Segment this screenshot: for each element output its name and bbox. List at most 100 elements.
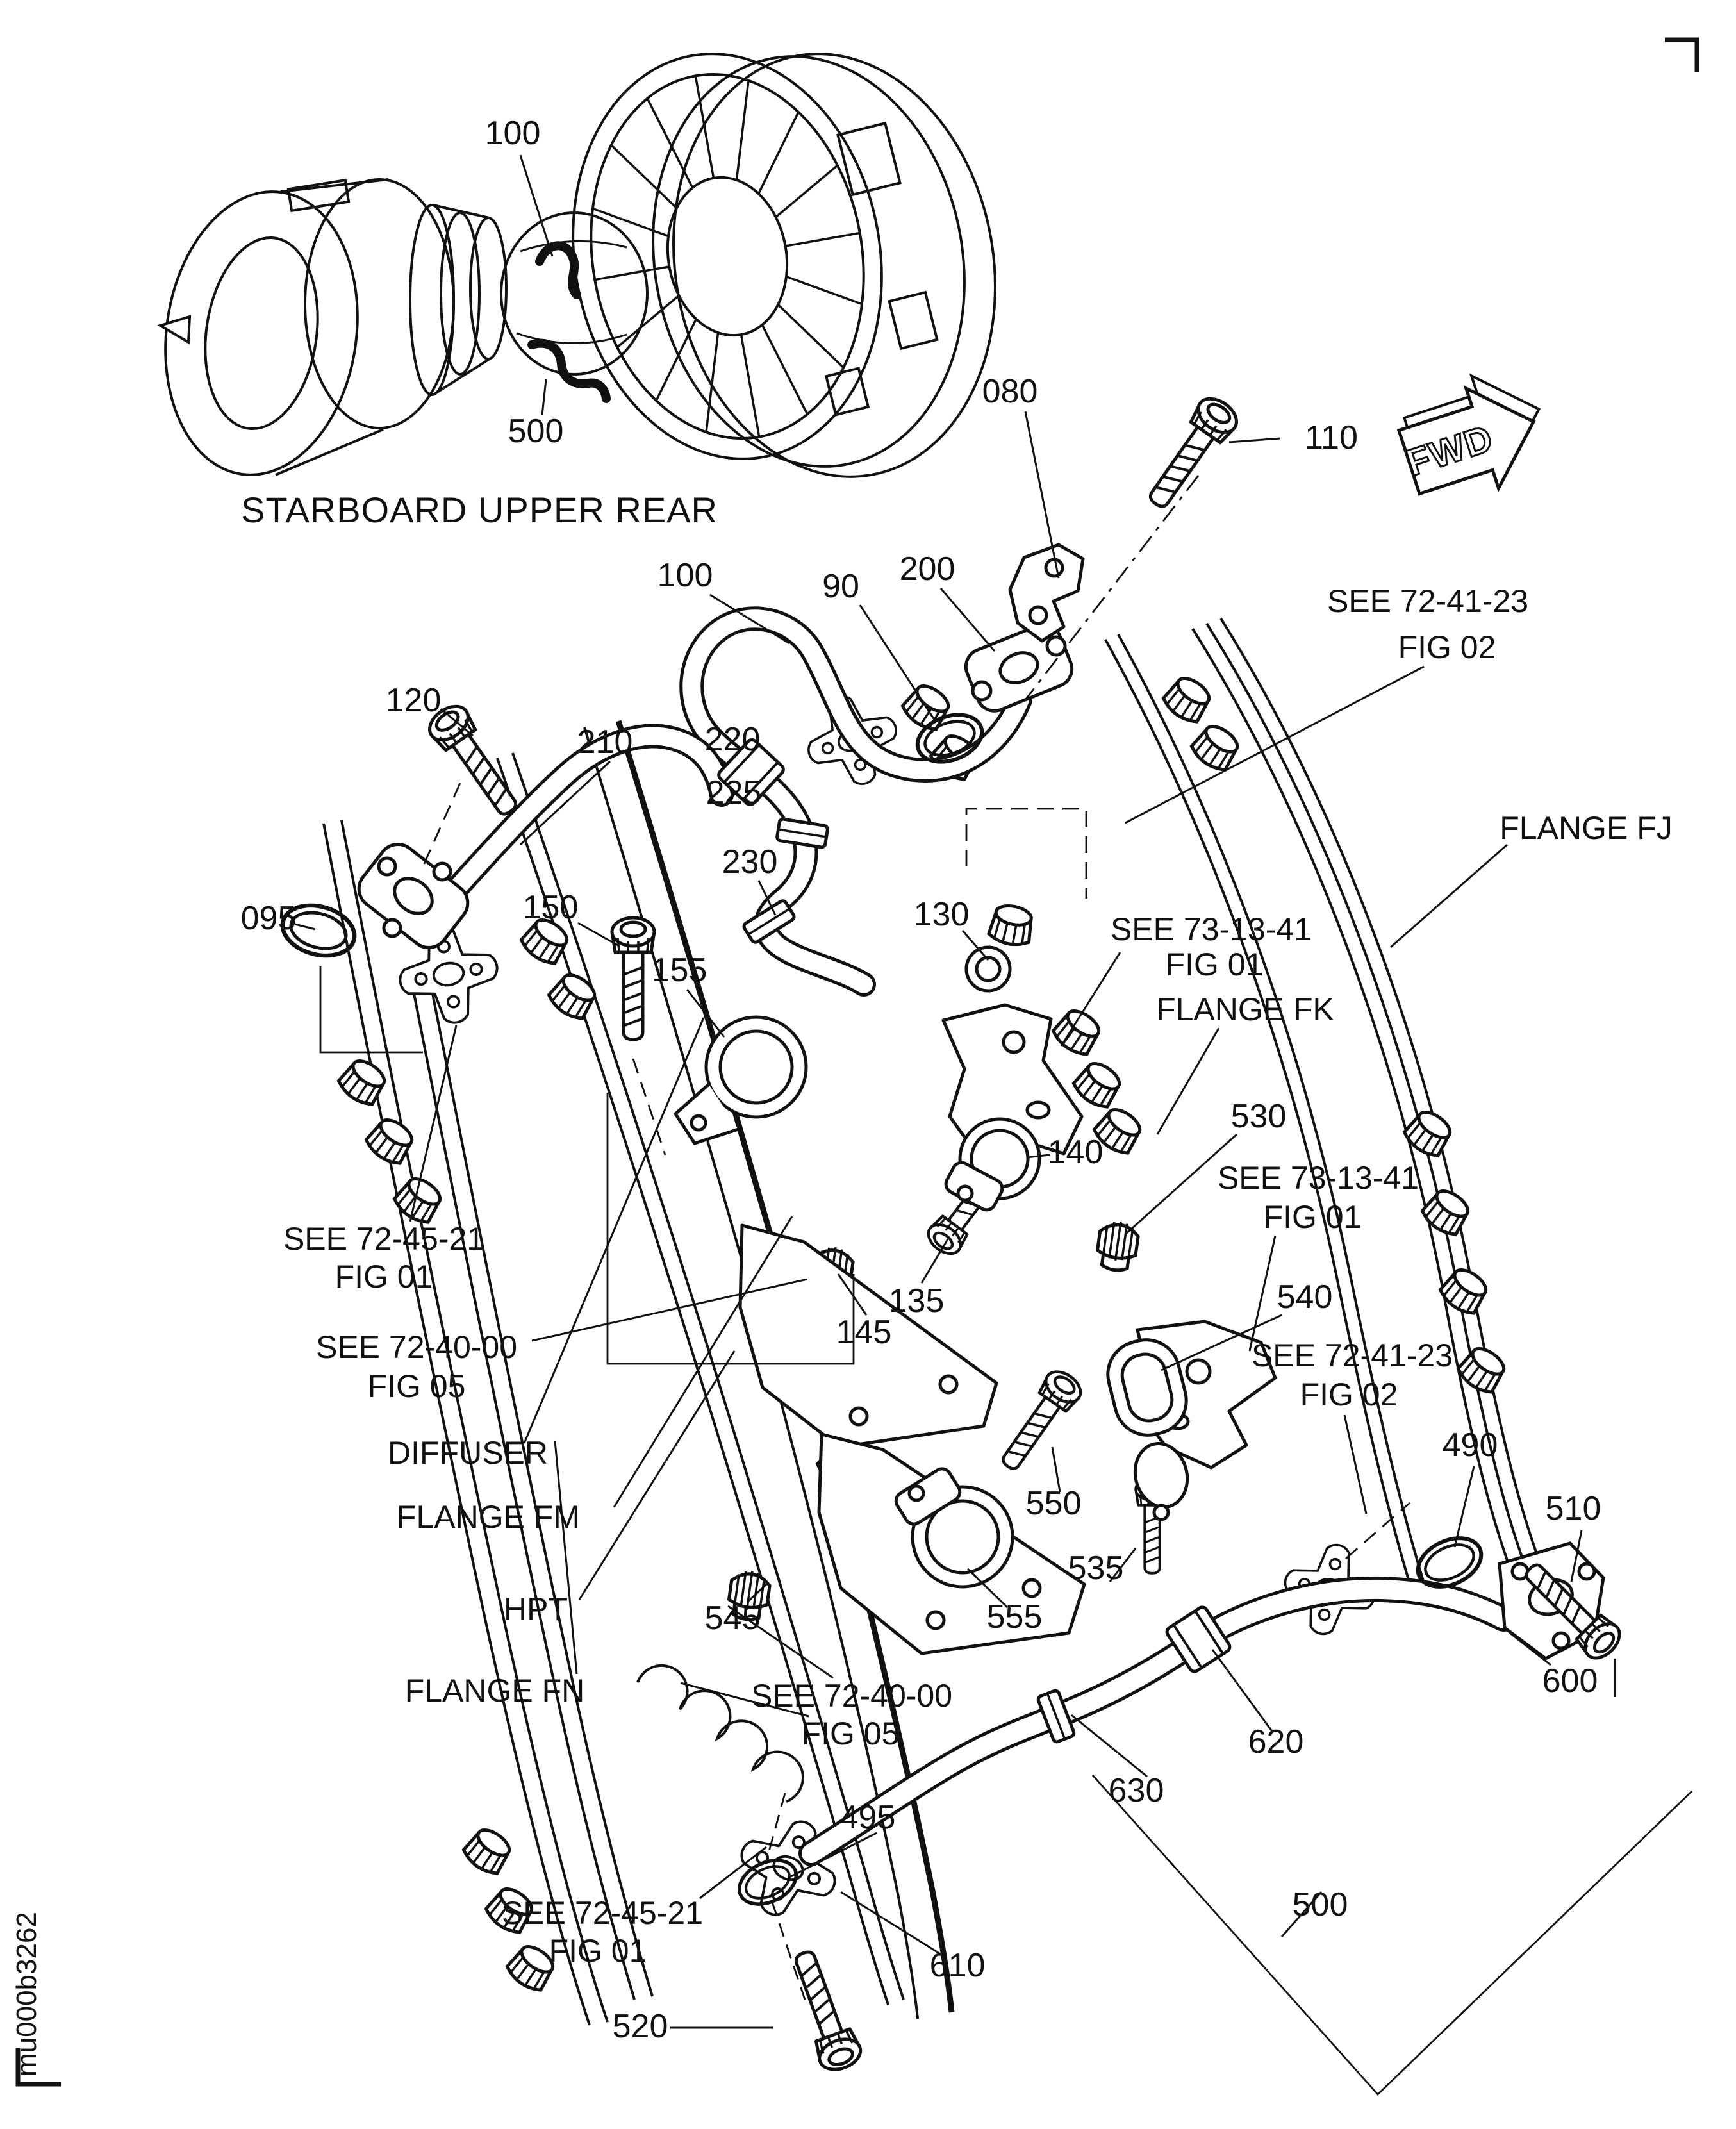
callout-510: 510 xyxy=(1546,1490,1601,1527)
bolt-icon xyxy=(1070,1057,1126,1112)
tube-assembly-500 xyxy=(798,1576,1516,1866)
callout-080: 080 xyxy=(982,373,1038,410)
callout-100: 100 xyxy=(657,557,713,594)
callout-550: 550 xyxy=(1026,1485,1082,1522)
crop-mark-bottom-left xyxy=(15,2048,61,2087)
xref-72-41-23-fig02-line1: SEE 72-41-23 xyxy=(1327,583,1528,619)
xref-73-13-41-fig01-line1: SEE 73-13-41 xyxy=(1111,911,1312,947)
callout-150: 150 xyxy=(523,889,579,926)
bolt-icon xyxy=(1160,672,1216,727)
bolt-icon xyxy=(1188,720,1244,775)
callout-490: 490 xyxy=(1443,1427,1498,1464)
xref-72-45-21-fig01b-line2: FIG 01 xyxy=(549,1933,647,1969)
callout-495: 495 xyxy=(840,1799,896,1836)
bolt-icon xyxy=(335,1054,391,1109)
callout-120: 120 xyxy=(386,682,442,719)
loop-clamp-140 xyxy=(944,1117,1041,1212)
callout-530: 530 xyxy=(1231,1098,1287,1135)
leader-lines xyxy=(294,154,1616,2029)
tube-assembly-210 xyxy=(438,724,734,908)
callout-200: 200 xyxy=(900,551,955,588)
callout-210: 210 xyxy=(577,724,633,761)
clamp-540 xyxy=(1106,1338,1189,1521)
callout-620: 620 xyxy=(1248,1723,1304,1760)
callout-610: 610 xyxy=(930,1947,986,1984)
callout-520: 520 xyxy=(613,2008,668,2045)
bolt-110 xyxy=(1138,392,1243,515)
xref-72-41-23-fig02-line2: FIG 02 xyxy=(1398,629,1496,665)
callout-90: 90 xyxy=(822,568,859,605)
callout-220: 220 xyxy=(705,721,761,758)
xref-72-41-23-fig02b-line1: SEE 72-41-23 xyxy=(1252,1338,1453,1373)
callout-095: 095 xyxy=(241,900,297,937)
bolt-icon xyxy=(391,1172,447,1227)
flange-fk-arc xyxy=(1104,634,1427,1595)
xref-72-41-23-fig02b-line2: FIG 02 xyxy=(1300,1377,1398,1412)
tube-flange-610 xyxy=(723,1803,854,1934)
callout-135: 135 xyxy=(889,1282,945,1320)
bolt-550 xyxy=(992,1366,1086,1477)
callout-texts: 080 110 100 90 200 120 210 220 225 230 0… xyxy=(241,373,1601,2045)
engine-overview-thumbnail xyxy=(157,53,996,478)
xref-72-45-21-fig01-line1: SEE 72-45-21 xyxy=(283,1221,484,1257)
bolt-icon xyxy=(1419,1184,1475,1239)
label-flange-fk: FLANGE FK xyxy=(1156,991,1334,1027)
label-flange-fj: FLANGE FJ xyxy=(1500,810,1672,846)
callout-535: 535 xyxy=(1068,1550,1124,1587)
callout-225: 225 xyxy=(706,774,762,811)
strap-bracket-155 xyxy=(673,1015,808,1145)
crop-mark-top-right xyxy=(1665,37,1699,72)
bolt-icon xyxy=(363,1113,418,1168)
bolt-520 xyxy=(783,1946,864,2075)
label-flange-fm: FLANGE FM xyxy=(397,1499,580,1535)
callout-140: 140 xyxy=(1048,1134,1104,1171)
callout-600: 600 xyxy=(1542,1662,1598,1700)
flange-fj-arc xyxy=(1191,617,1539,1568)
bolt-icon xyxy=(460,1823,516,1878)
xref-73-13-41-fig01b-line2: FIG 01 xyxy=(1264,1199,1362,1235)
bolt-icon xyxy=(1401,1106,1457,1161)
doc-code: mu000b3262 xyxy=(11,1912,42,2076)
callout-555: 555 xyxy=(987,1598,1043,1636)
construction-lines xyxy=(319,475,1692,2096)
bolt-icon xyxy=(1050,1004,1105,1059)
figure-caption: STARBOARD UPPER REAR xyxy=(241,490,718,530)
cross-reference-notes: SEE 72-41-23 FIG 02 SEE 73-13-41 FIG 01 … xyxy=(283,583,1528,1969)
grommet-130 xyxy=(964,902,1036,993)
tube-flange-210 xyxy=(357,843,470,949)
callout-230: 230 xyxy=(722,843,778,881)
clamp-225 xyxy=(777,818,828,847)
xref-73-13-41-fig01b-line1: SEE 73-13-41 xyxy=(1218,1160,1419,1196)
callout-500: 500 xyxy=(1293,1886,1348,1923)
callout-630: 630 xyxy=(1109,1772,1164,1809)
callout-155: 155 xyxy=(652,952,707,989)
callout-130: 130 xyxy=(914,896,970,933)
bolt-icon xyxy=(1437,1263,1492,1318)
zone-labels: FLANGE FJ FLANGE FK FLANGE FM FLANGE FN … xyxy=(388,810,1673,1709)
bolt-150 xyxy=(612,918,654,1040)
bolt-icon xyxy=(545,968,601,1023)
callout-145: 145 xyxy=(836,1314,892,1351)
label-diffuser: DIFFUSER xyxy=(388,1435,548,1471)
callout-overview-500: 500 xyxy=(508,413,564,450)
xref-72-40-00-fig05b-line2: FIG 05 xyxy=(802,1716,900,1752)
callout-110: 110 xyxy=(1305,419,1358,456)
xref-72-40-00-fig05-line2: FIG 05 xyxy=(368,1368,466,1404)
loop-clamp-555 xyxy=(894,1467,1014,1589)
xref-72-45-21-fig01-line2: FIG 01 xyxy=(335,1259,433,1295)
callout-540: 540 xyxy=(1277,1279,1333,1316)
label-flange-fn: FLANGE FN xyxy=(405,1673,585,1709)
tube-flange-200 xyxy=(964,623,1074,713)
flange-fn-arc xyxy=(322,820,654,2026)
xref-72-40-00-fig05b-line1: SEE 72-40-00 xyxy=(751,1678,952,1714)
xref-72-45-21-fig01b-line1: SEE 72-45-21 xyxy=(502,1895,703,1931)
xref-72-40-00-fig05-line1: SEE 72-40-00 xyxy=(316,1329,517,1365)
bracket-080 xyxy=(1008,543,1085,643)
fwd-arrow-icon: FWD xyxy=(1396,373,1541,496)
label-hpt: HPT xyxy=(504,1591,568,1627)
case-boss-scallops xyxy=(636,1664,804,1803)
xref-73-13-41-fig01-line2: FIG 01 xyxy=(1166,947,1264,982)
callout-545: 545 xyxy=(705,1600,761,1637)
